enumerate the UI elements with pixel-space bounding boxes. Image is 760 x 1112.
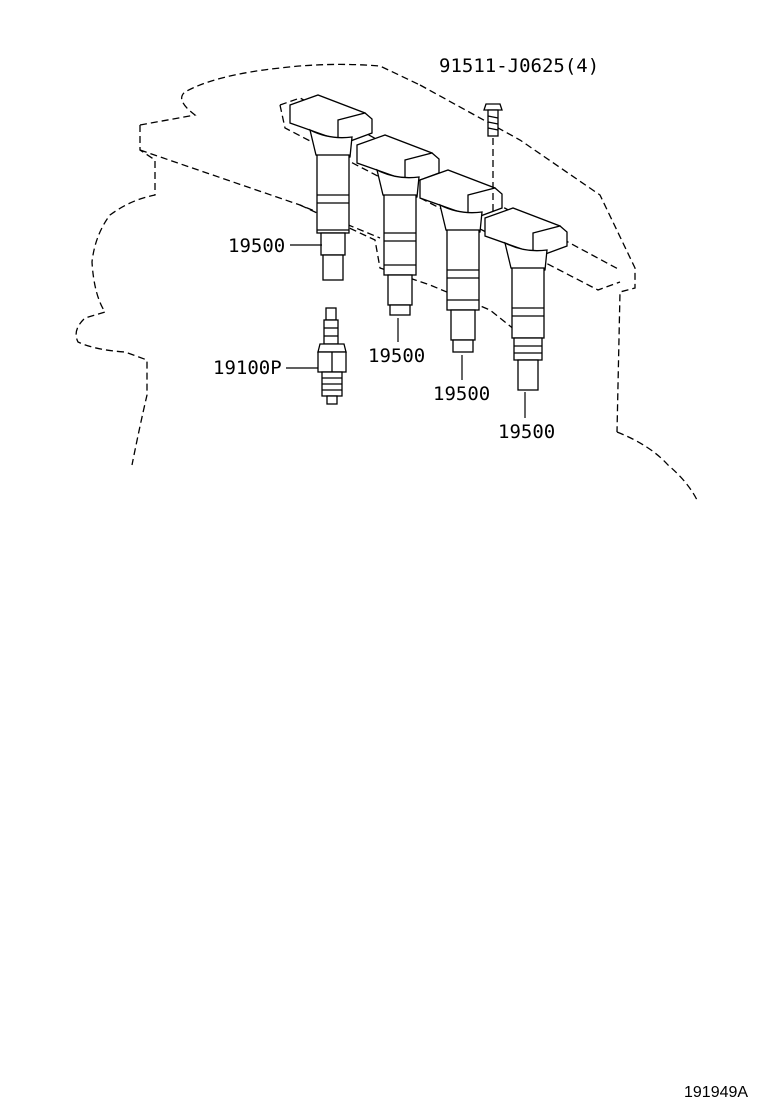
- coil-1-part-number: 19500: [228, 235, 285, 257]
- spark-plug-icon: [317, 307, 347, 405]
- ignition-coil-4: [484, 207, 568, 391]
- spark-plug-part-number: 19100P: [213, 357, 282, 379]
- bolt-part-number: 91511-J0625(4): [439, 55, 599, 77]
- leader-lines: [286, 244, 526, 418]
- ignition-coil-3: [419, 169, 503, 353]
- ignition-coil-1: [289, 94, 373, 281]
- coil-2-part-number: 19500: [368, 345, 425, 367]
- bolt-icon: [483, 103, 503, 215]
- engine-outline: [75, 63, 698, 501]
- coil-4-part-number: 19500: [498, 421, 555, 443]
- ignition-coil-2: [356, 134, 440, 316]
- diagram-reference-id: 191949A: [684, 1084, 748, 1101]
- coil-3-part-number: 19500: [433, 383, 490, 405]
